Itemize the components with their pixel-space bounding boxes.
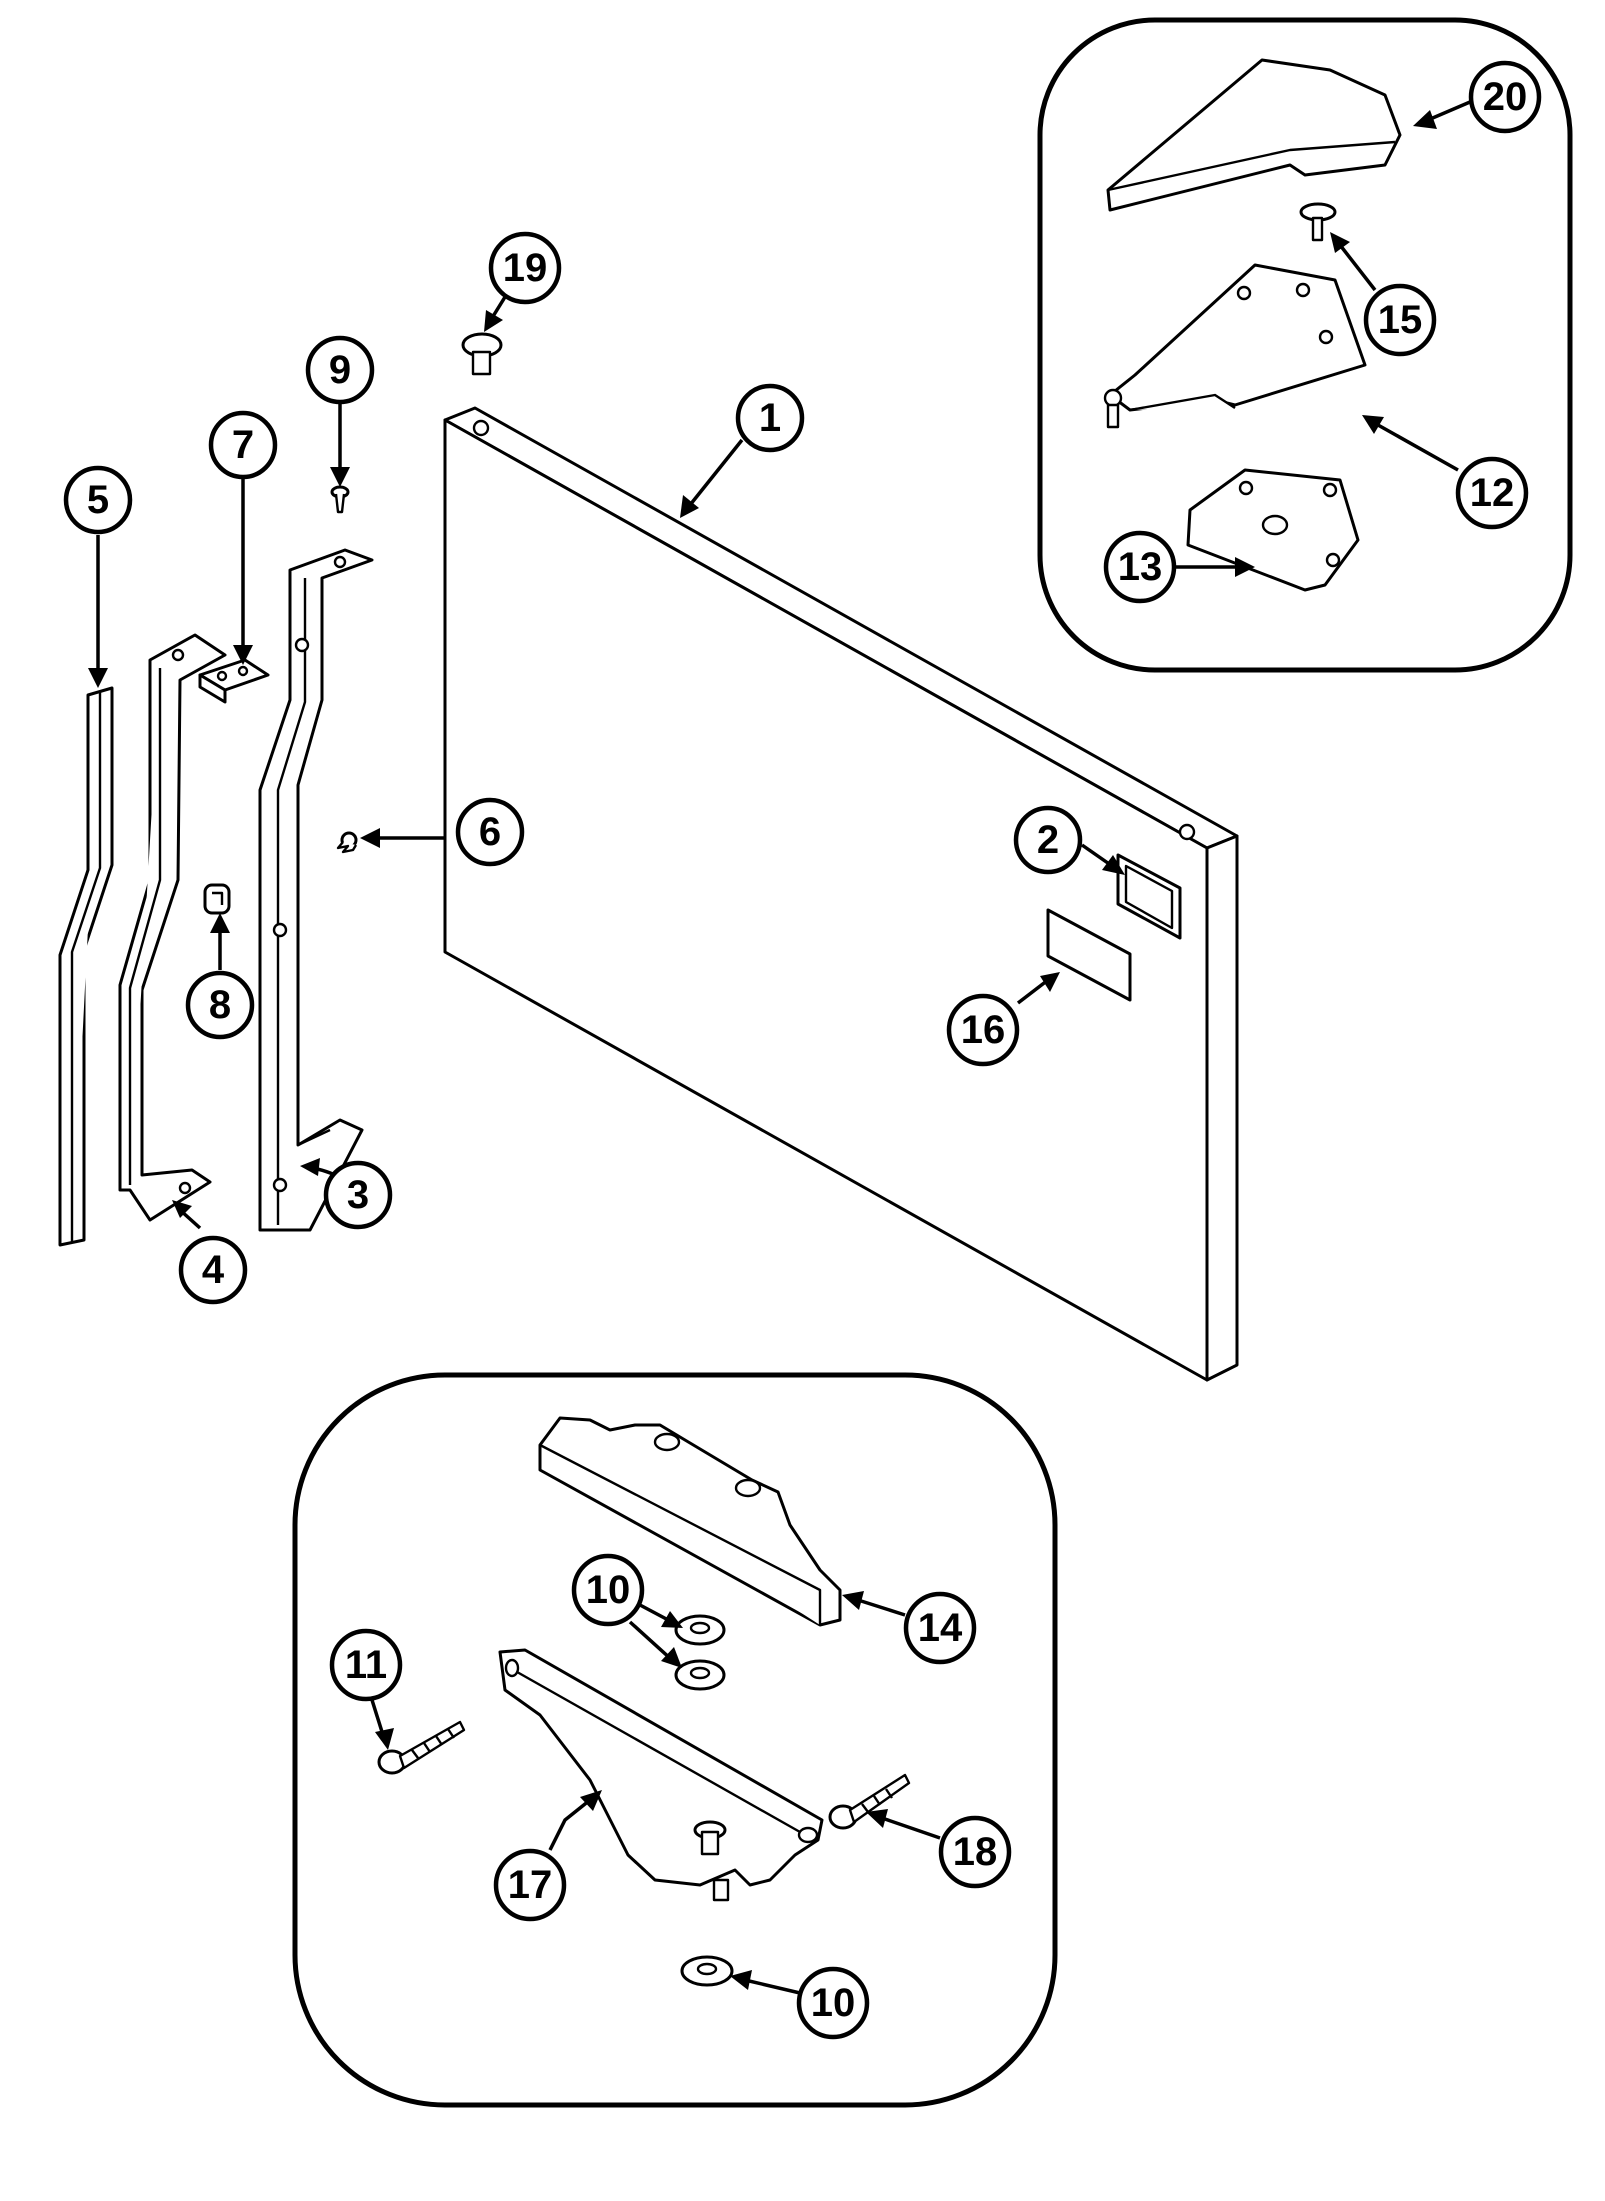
callout-7: 7 [208,410,278,480]
hinge-detail-frame-top [1037,17,1573,673]
callout-5: 5 [63,465,133,535]
screw-11 [377,1720,466,1775]
door-label-2 [1116,853,1182,940]
callout-label: 2 [1037,818,1059,862]
callout-14: 14 [903,1591,977,1665]
callout-label: 10 [586,1568,631,1612]
handle-clip-7 [198,658,270,704]
washer-10-middle [674,1659,726,1691]
callout-label: 7 [232,423,254,467]
plug-19 [461,332,503,376]
callout-label: 17 [508,1863,553,1907]
callout-10-upper: 10 [571,1553,645,1627]
callout-label: 19 [503,246,548,290]
callout-label: 16 [961,1008,1006,1052]
hinge-plate-12 [1103,263,1367,429]
callout-label: 5 [87,478,109,522]
callout-label: 10 [811,1981,856,2025]
door-handle-4 [118,633,227,1222]
hinge-detail-frame-bottom [292,1372,1058,2108]
callout-11: 11 [329,1628,403,1702]
hinge-shim-13 [1186,468,1360,592]
callout-13: 13 [1103,530,1177,604]
callout-label: 13 [1118,545,1163,589]
callout-18: 18 [938,1815,1012,1889]
callout-12: 12 [1455,456,1529,530]
screw-18 [828,1773,911,1830]
callout-3: 3 [323,1160,393,1230]
callout-4: 4 [178,1235,248,1305]
callout-label: 9 [329,348,351,392]
leader-lines [88,100,1471,1995]
callout-2: 2 [1013,805,1083,875]
callout-label: 1 [759,396,781,440]
callout-15: 15 [1363,283,1437,357]
callout-19: 19 [488,231,562,305]
hinge-bracket-17 [498,1648,824,1902]
callout-label: 15 [1378,298,1423,342]
callout-label: 3 [347,1173,369,1217]
callout-label: 6 [479,810,501,854]
screw-6 [336,831,358,854]
callout-label: 14 [918,1606,963,1650]
washer-10-upper [674,1614,726,1646]
callout-9: 9 [305,335,375,405]
callout-label: 4 [202,1248,225,1292]
callout-label: 11 [345,1643,387,1687]
callout-label: 20 [1483,75,1528,119]
callout-1: 1 [735,383,805,453]
callout-6: 6 [455,797,525,867]
washer-10-lower [680,1955,734,1987]
hinge-cover-20 [1106,58,1402,212]
callout-label: 12 [1470,471,1515,515]
pin-15 [1299,202,1337,242]
callout-20: 20 [1468,60,1542,134]
callout-16: 16 [946,993,1020,1067]
freezer-door-panel [443,406,1239,1382]
callout-10-lower: 10 [796,1966,870,2040]
handle-bracket-3 [258,548,374,1232]
plug-button-8 [203,883,231,915]
callout-8: 8 [185,970,255,1040]
screw-9 [330,485,350,514]
hinge-block-14 [538,1416,842,1627]
callout-17: 17 [493,1848,567,1922]
callout-label: 18 [953,1830,998,1874]
callout-label: 8 [209,983,231,1027]
door-label-16 [1046,908,1132,1002]
